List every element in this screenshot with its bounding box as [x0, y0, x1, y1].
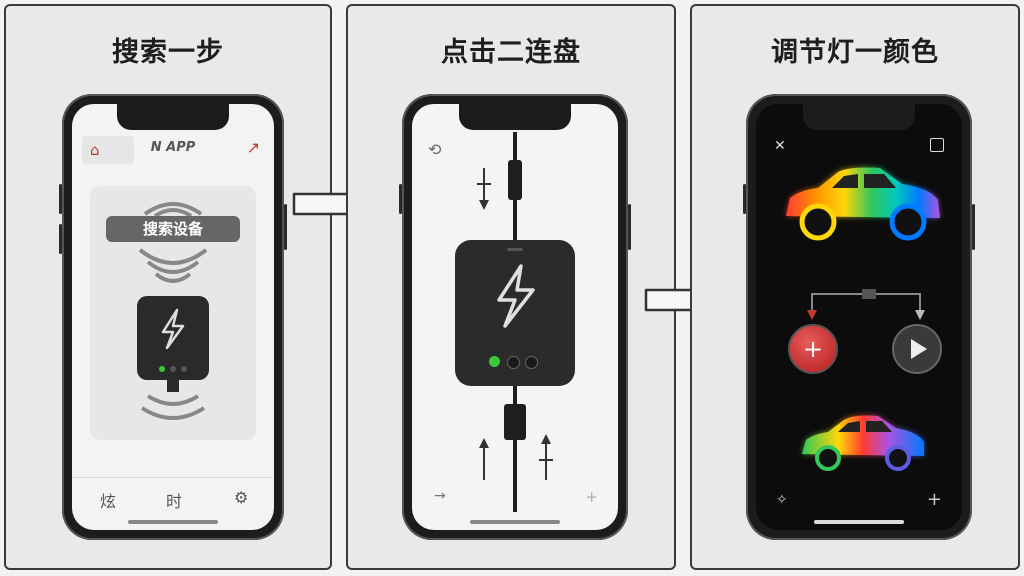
cable — [513, 440, 517, 512]
window-icon[interactable] — [930, 138, 944, 152]
phone-notch — [117, 104, 229, 130]
car-rgb-preview — [786, 167, 940, 241]
tab-settings[interactable]: ⚙ — [234, 488, 249, 507]
wifi-icon — [138, 248, 208, 283]
cable — [513, 200, 517, 242]
step-panel-search: 搜索一步 ⌂ N APP ↗ 搜索设备 — [4, 4, 332, 570]
lock-icon: ⌂ — [90, 141, 100, 159]
home-indicator — [128, 520, 218, 524]
status-led — [159, 366, 165, 372]
wifi-icon — [143, 202, 203, 218]
arrow-down-icon — [477, 168, 491, 210]
link-diagram — [807, 289, 925, 320]
tab-timer[interactable]: 时 — [166, 492, 183, 511]
lightning-icon — [497, 264, 535, 328]
wifi-icon — [140, 394, 206, 420]
phone-screen: ⌂ N APP ↗ 搜索设备 — [72, 104, 274, 530]
phone-mockup: ⌂ N APP ↗ 搜索设备 — [59, 94, 287, 540]
tab-lights[interactable]: 炫 — [100, 492, 117, 511]
tab-bar: 炫 时 ⚙ — [72, 477, 274, 518]
status-led — [507, 356, 520, 369]
lock-button[interactable]: ⌂ — [82, 136, 134, 164]
home-indicator — [470, 520, 560, 524]
car-rgb-preview — [802, 415, 924, 471]
bluetooth-device[interactable] — [137, 296, 209, 392]
cable-connector — [508, 160, 522, 200]
power-button — [628, 204, 631, 250]
cable — [513, 132, 517, 180]
phone-screen: ⟲ — [412, 104, 618, 530]
volume-button — [59, 184, 62, 214]
status-led — [181, 366, 187, 372]
play-icon — [911, 339, 927, 359]
cable — [513, 386, 517, 406]
home-indicator — [814, 520, 904, 524]
tools-icon[interactable]: ✕ — [774, 138, 786, 154]
step-panel-color: 调节灯一颜色 ✕ — [690, 4, 1020, 570]
phone-notch — [459, 104, 571, 130]
step-panel-connect: 点击二连盘 ⟲ — [346, 4, 676, 570]
status-led — [525, 356, 538, 369]
back-icon[interactable]: → — [434, 488, 446, 504]
app-name: N APP — [150, 140, 196, 155]
cable-connector — [504, 404, 526, 440]
magic-icon[interactable]: ✧ — [776, 492, 788, 508]
volume-button — [59, 224, 62, 254]
plus-icon: + — [802, 335, 824, 363]
power-button — [972, 204, 975, 250]
phone-mockup: ✕ — [743, 94, 975, 540]
volume-button — [399, 184, 402, 214]
power-button — [284, 204, 287, 250]
lightning-icon — [161, 308, 185, 350]
play-button[interactable] — [892, 324, 942, 374]
status-led — [170, 366, 176, 372]
plus-icon[interactable]: + — [926, 489, 942, 510]
panel-title: 点击二连盘 — [441, 37, 581, 68]
settings-icon[interactable]: ↗ — [246, 138, 260, 157]
panel-title: 调节灯一颜色 — [771, 37, 939, 68]
search-device-button[interactable]: 搜索设备 — [106, 216, 240, 242]
status-led — [489, 356, 500, 367]
add-color-button[interactable]: + — [788, 324, 838, 374]
volume-button — [743, 184, 746, 214]
arrow-up-icon — [479, 438, 489, 480]
phone-mockup: ⟲ — [399, 94, 631, 540]
phone-notch — [803, 104, 915, 130]
add-icon[interactable]: + — [585, 488, 598, 506]
device-slot — [507, 248, 523, 251]
phone-screen: ✕ — [756, 104, 962, 530]
app-header: ⌂ N APP ↗ — [72, 132, 274, 166]
panel-title: 搜索一步 — [112, 37, 224, 68]
device-plug — [167, 380, 179, 392]
link-icon[interactable]: ⟲ — [428, 140, 442, 159]
arrow-up-icon — [539, 434, 553, 480]
bluetooth-device[interactable] — [455, 240, 575, 386]
search-card: 搜索设备 — [90, 186, 256, 440]
